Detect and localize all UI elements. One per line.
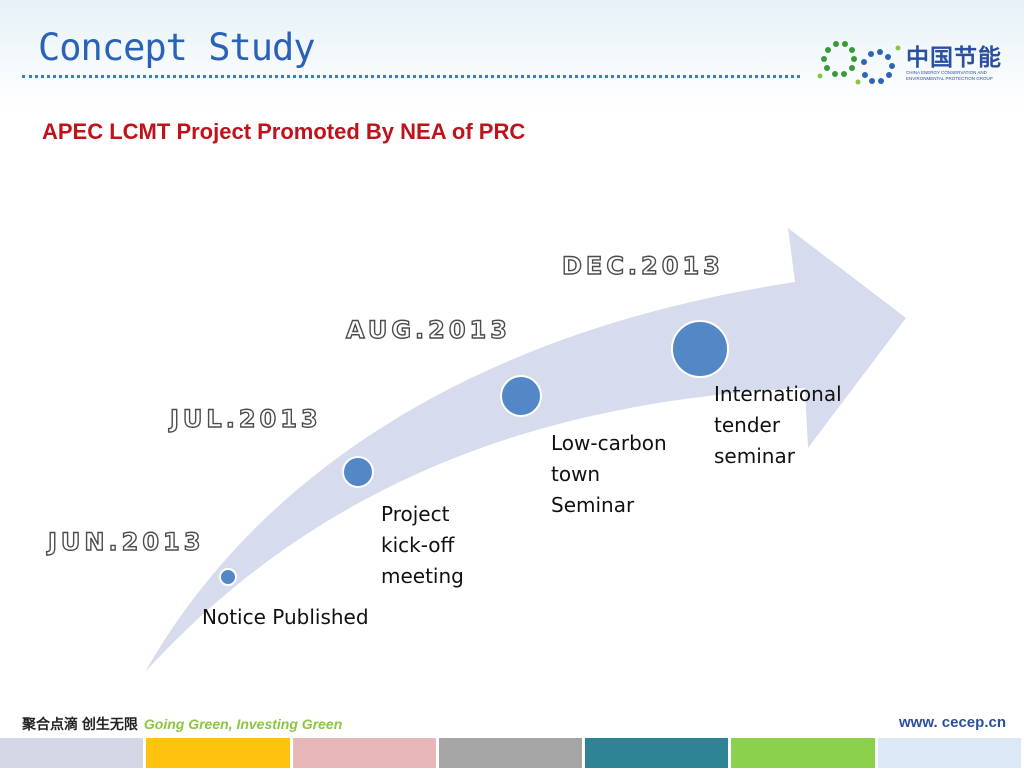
event-line: tender <box>714 413 781 437</box>
page-subtitle: APEC LCMT Project Promoted By NEA of PRC <box>42 119 526 144</box>
milestone-event-jul-2013: Project kick-off meeting <box>381 499 464 592</box>
footer-slogan-cn: 聚合点滴 创生无限 <box>22 716 138 732</box>
milestone-event-jun-2013: Notice Published <box>202 602 369 633</box>
logo-english-name: CHINA ENERGY CONSERVATION AND ENVIRONMEN… <box>906 70 993 81</box>
footer-color-segment <box>731 738 878 768</box>
milestone-node-jul-2013 <box>342 456 374 488</box>
event-line: town <box>551 462 601 486</box>
event-line: Notice Published <box>202 605 369 629</box>
milestone-date-jun-2013: JUN.2013 <box>47 527 205 556</box>
event-line: Low-carbon <box>551 431 667 455</box>
event-line: Project <box>381 502 450 526</box>
event-line: Seminar <box>551 493 635 517</box>
header-band <box>0 0 1024 110</box>
milestone-node-dec-2013 <box>671 320 729 378</box>
milestone-date-aug-2013: AUG.2013 <box>345 315 511 344</box>
footer-url: www. cecep.cn <box>899 714 1006 731</box>
footer-color-segment <box>0 738 147 768</box>
footer-color-segment <box>585 738 732 768</box>
title-divider <box>22 75 800 78</box>
footer-color-segment <box>438 738 586 768</box>
event-line: International <box>714 382 842 406</box>
milestone-node-aug-2013 <box>500 375 542 417</box>
event-line: kick-off <box>381 533 455 557</box>
dotted-ring-logo-icon <box>817 41 901 85</box>
page-title: Concept Study <box>38 26 316 69</box>
footer-color-segment <box>877 738 1024 768</box>
milestone-date-jul-2013: JUL.2013 <box>169 404 322 433</box>
event-line: seminar <box>714 444 795 468</box>
footer-color-segment <box>292 738 439 768</box>
timeline-diagram <box>145 228 906 672</box>
footer-slogan-en: Going Green, Investing Green <box>143 716 343 732</box>
footer-color-segment <box>146 738 293 768</box>
milestone-node-jun-2013 <box>219 568 237 586</box>
footer-color-bar <box>0 738 1024 768</box>
logo-chinese-name: 中国节能 <box>906 45 1002 71</box>
milestone-date-dec-2013: DEC.2013 <box>561 251 724 280</box>
milestone-event-aug-2013: Low-carbon town Seminar <box>551 428 667 521</box>
event-line: meeting <box>381 564 464 588</box>
footer-slogan: 聚合点滴 创生无限 Going Green, Investing Green <box>22 714 342 734</box>
milestone-event-dec-2013: International tender seminar <box>714 379 842 472</box>
company-logo: 中国节能 CHINA ENERGY CONSERVATION AND ENVIR… <box>814 36 1010 94</box>
